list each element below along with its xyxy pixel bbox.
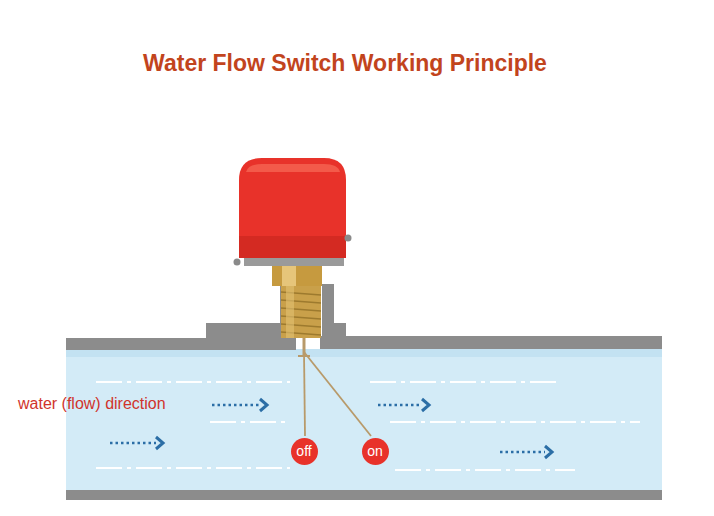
pipe-wall: [66, 284, 662, 500]
flow-line: [210, 421, 290, 423]
paddle-on: [304, 352, 371, 436]
flow-lines: [96, 382, 640, 470]
paddle: [298, 336, 371, 436]
circle-fill: [362, 438, 389, 465]
state-circle: off: [291, 438, 318, 465]
circle-fill: [291, 438, 318, 465]
screw: [345, 235, 352, 242]
state-circle: on: [362, 438, 389, 465]
thread: [281, 284, 321, 338]
housing: [239, 158, 346, 258]
boss: [206, 284, 292, 338]
pipe-wall: [66, 490, 662, 500]
pipe-wall: [66, 338, 296, 350]
flow-line: [96, 467, 290, 469]
screw: [234, 259, 241, 266]
state-label: off: [296, 443, 311, 459]
flow-line: [370, 381, 560, 383]
flow-arrow: [378, 399, 429, 411]
flow-line: [390, 421, 640, 423]
flow-arrow: [500, 446, 552, 458]
state-label: on: [367, 443, 383, 459]
thread-shine: [286, 284, 294, 338]
paddle-off: [304, 352, 305, 436]
flow-arrows: [110, 399, 552, 458]
flow-arrow: [212, 399, 267, 411]
boss: [322, 284, 346, 338]
water: [66, 349, 662, 491]
flow-label: water (flow) direction: [18, 395, 166, 413]
flow-line: [96, 381, 290, 383]
water-surface: [66, 349, 662, 357]
housing-top: [246, 164, 340, 172]
pipe-wall: [320, 336, 662, 349]
housing-skirt: [239, 236, 346, 258]
flow-line: [395, 469, 575, 471]
flow-arrow: [110, 437, 163, 449]
title: Water Flow Switch Working Principle: [143, 50, 547, 77]
